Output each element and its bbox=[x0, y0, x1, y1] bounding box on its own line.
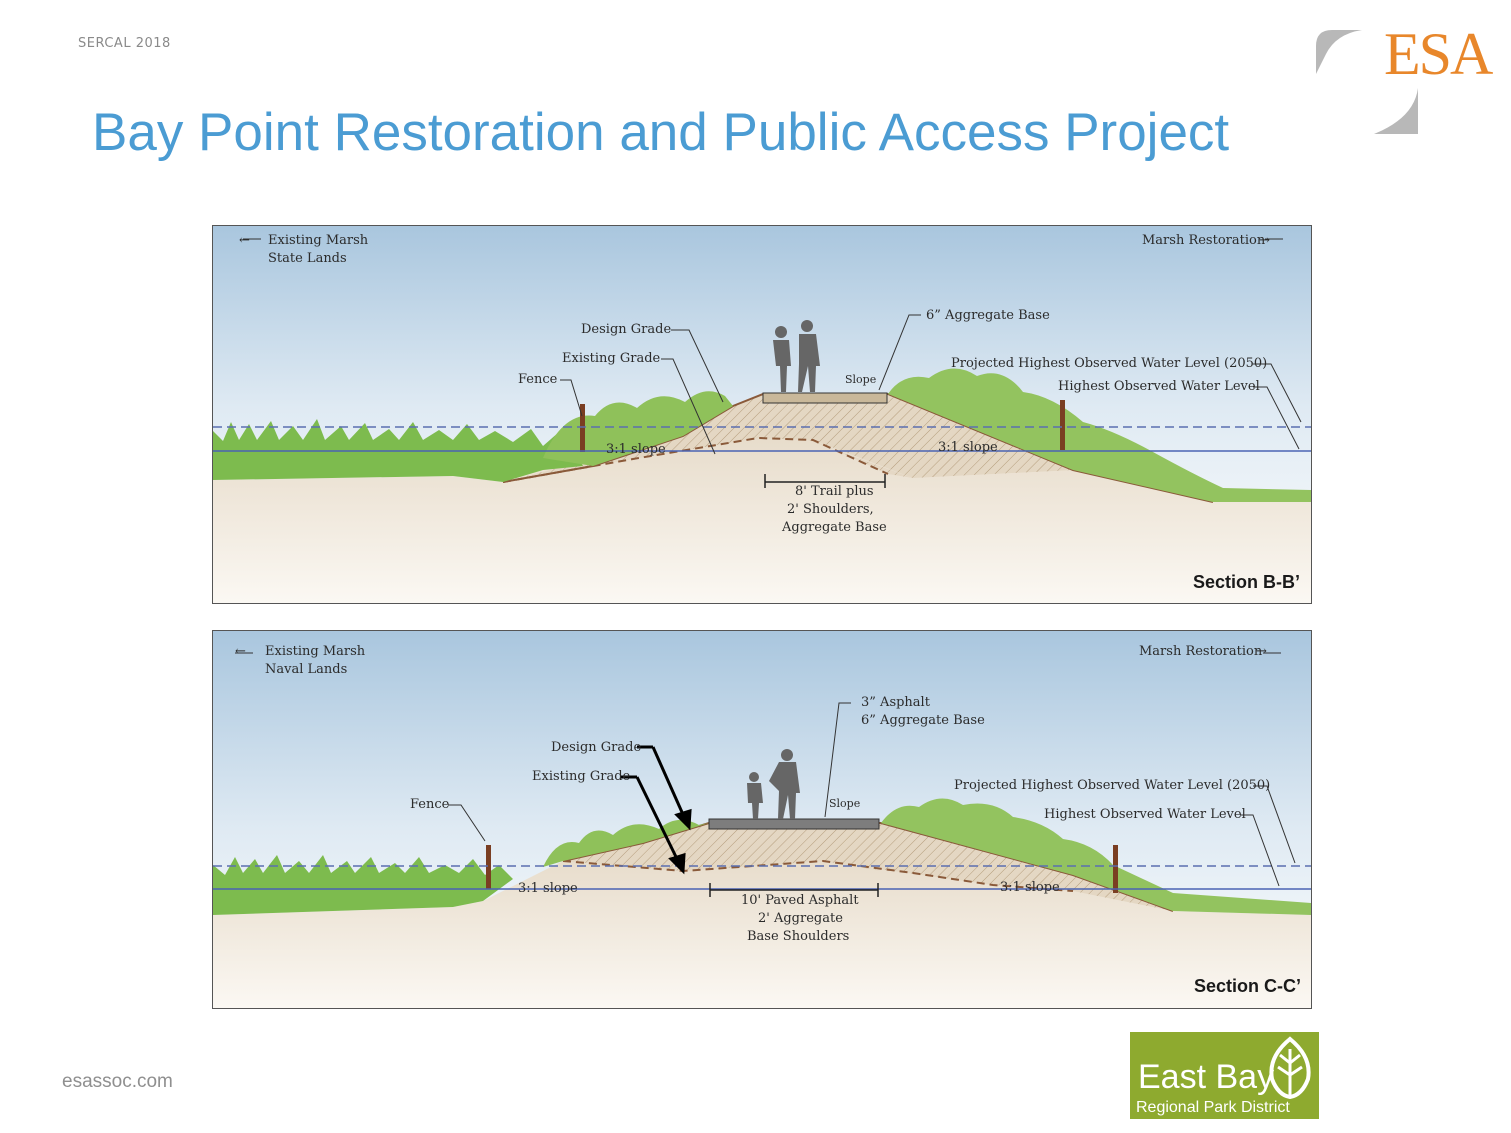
trail-label-1: 10' Paved Asphalt bbox=[741, 893, 859, 908]
left-area-label-1: Existing Marsh bbox=[268, 233, 369, 248]
right-arrow-label: → bbox=[1256, 644, 1267, 659]
trail-bracket bbox=[709, 883, 879, 897]
section-b-title: Section B-B’ bbox=[1193, 572, 1301, 592]
section-c-title: Section C-C’ bbox=[1194, 976, 1302, 996]
right-area-label: Marsh Restoration bbox=[1139, 644, 1263, 659]
left-area-label-2: Naval Lands bbox=[265, 662, 348, 677]
slope-right-label: 3:1 slope bbox=[1000, 880, 1060, 895]
left-area-label-2: State Lands bbox=[268, 251, 347, 266]
right-area-label: Marsh Restoration bbox=[1142, 233, 1266, 248]
fence-post-right bbox=[1113, 845, 1118, 893]
conference-label: SERCAL 2018 bbox=[78, 36, 171, 51]
east-bay-park-logo: East Bay Regional Park District bbox=[1130, 1032, 1319, 1119]
aggregate-base-label: 6” Aggregate Base bbox=[861, 713, 985, 728]
trail-label-2: 2' Aggregate bbox=[758, 911, 843, 926]
left-marsh-grass bbox=[213, 855, 513, 915]
left-shrubs bbox=[543, 819, 709, 867]
page-title: Bay Point Restoration and Public Access … bbox=[92, 103, 1230, 162]
grade-arrows bbox=[621, 745, 692, 875]
slope-left-label: 3:1 slope bbox=[518, 881, 578, 896]
right-shrubs bbox=[888, 368, 1311, 502]
slope-arrow-label: Slope bbox=[829, 797, 861, 810]
fence-label: Fence bbox=[410, 797, 450, 812]
website-link[interactable]: esassoc.com bbox=[62, 1071, 173, 1092]
trail-pavement bbox=[708, 818, 880, 830]
left-arrow-label: ← bbox=[239, 233, 250, 248]
trail-bracket bbox=[764, 474, 886, 488]
aggregate-base-label: 6” Aggregate Base bbox=[926, 308, 1050, 323]
left-area-label-1: Existing Marsh bbox=[265, 644, 366, 659]
park-name-line-1: East Bay bbox=[1138, 1058, 1275, 1096]
slope-left-label: 3:1 slope bbox=[606, 442, 666, 457]
section-c-panel: ← Existing Marsh Naval Lands Marsh Resto… bbox=[212, 630, 1312, 1009]
design-grade-label: Design Grade bbox=[551, 740, 642, 755]
trail-label-2: 2' Shoulders, bbox=[787, 502, 874, 517]
existing-grade-label: Existing Grade bbox=[532, 769, 631, 784]
right-arrow-label: → bbox=[1259, 233, 1270, 248]
leader-lines bbox=[243, 238, 1302, 455]
left-shrubs bbox=[543, 391, 733, 466]
left-arrow-label: ← bbox=[235, 644, 246, 659]
section-b-drawing bbox=[213, 226, 1311, 603]
section-b-panel: ← Existing Marsh State Lands Marsh Resto… bbox=[212, 225, 1312, 604]
existing-grade-line bbox=[562, 859, 1074, 892]
trail-base bbox=[762, 392, 888, 404]
existing-grade-label: Existing Grade bbox=[562, 351, 661, 366]
park-name-line-2: Regional Park District bbox=[1136, 1099, 1290, 1116]
people-silhouettes bbox=[747, 749, 800, 819]
right-shrubs bbox=[881, 798, 1311, 915]
projected-water-level-label: Projected Highest Observed Water Level (… bbox=[954, 778, 1271, 793]
trail-label-1: 8' Trail plus bbox=[795, 484, 874, 499]
people-silhouettes bbox=[773, 320, 820, 392]
ground bbox=[213, 400, 1311, 603]
esa-logo bbox=[1316, 30, 1418, 134]
slope-arrow-label: Slope bbox=[845, 373, 877, 386]
fence-post-left bbox=[486, 845, 491, 889]
esa-logo-text: ESA bbox=[1384, 21, 1493, 87]
design-grade-fill bbox=[503, 394, 1213, 502]
leaf-icon bbox=[1269, 1036, 1311, 1100]
fence-post-right bbox=[1060, 400, 1065, 450]
projected-water-level-label: Projected Highest Observed Water Level (… bbox=[951, 356, 1268, 371]
slope-right-label: 3:1 slope bbox=[938, 440, 998, 455]
fence-post-left bbox=[580, 404, 585, 452]
asphalt-label: 3” Asphalt bbox=[861, 695, 930, 710]
design-grade-label: Design Grade bbox=[581, 322, 672, 337]
trail-label-3: Base Shoulders bbox=[747, 929, 850, 944]
highest-water-level-label: Highest Observed Water Level bbox=[1058, 379, 1260, 394]
highest-water-level-label: Highest Observed Water Level bbox=[1044, 807, 1246, 822]
fence-label: Fence bbox=[518, 372, 558, 387]
trail-label-3: Aggregate Base bbox=[782, 520, 887, 535]
leader-lines bbox=[235, 652, 1296, 887]
section-c-drawing bbox=[213, 631, 1311, 1008]
